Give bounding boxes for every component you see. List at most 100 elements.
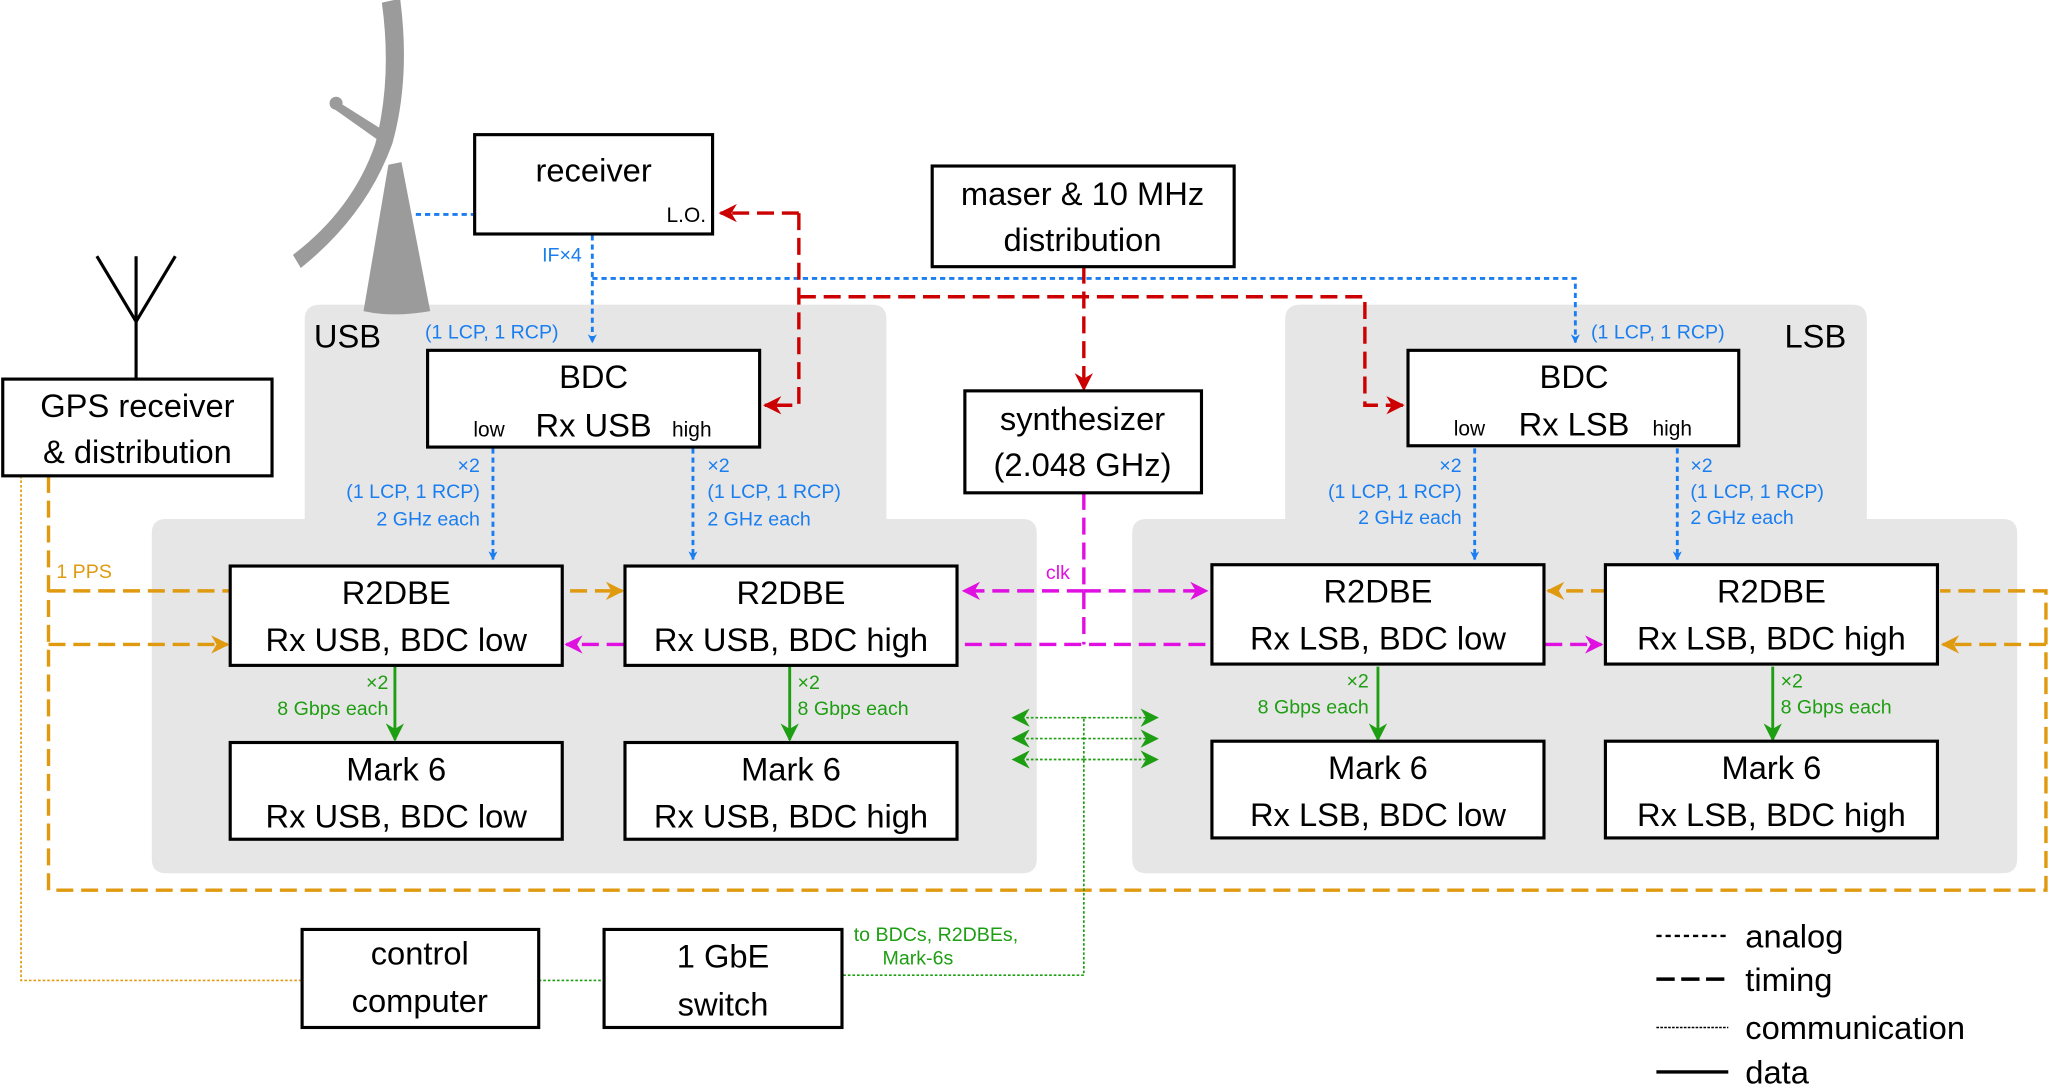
box-title: Mark 6 xyxy=(741,750,841,787)
synthesizer-box[interactable]: synthesizer (2.048 GHz) xyxy=(963,389,1204,495)
maser-label-line2: distribution xyxy=(1004,221,1162,258)
switch-label-line2: switch xyxy=(678,986,769,1023)
svg-text:(1 LCP, 1 RCP): (1 LCP, 1 RCP) xyxy=(346,481,480,503)
mark6-usb-high-box[interactable]: Mark 6 Rx USB, BDC high xyxy=(623,740,959,841)
usb-bdc-subtitle: Rx USB xyxy=(536,407,652,444)
lsb-bdc-box[interactable]: BDC low Rx LSB high xyxy=(1406,348,1741,448)
usb-bdc-high-port: high xyxy=(672,419,712,442)
svg-text:×2: ×2 xyxy=(1346,671,1368,693)
svg-text:(1 LCP, 1 RCP): (1 LCP, 1 RCP) xyxy=(1690,481,1824,503)
usb-bdc-box[interactable]: BDC low Rx USB high xyxy=(426,348,762,449)
usb-low-data-annotation: ×2 8 Gbps each xyxy=(277,672,388,720)
box-subtitle: Rx LSB, BDC high xyxy=(1637,620,1906,657)
svg-text:Mark-6s: Mark-6s xyxy=(883,948,954,970)
svg-text:×2: ×2 xyxy=(1439,455,1461,477)
data-links xyxy=(385,666,1782,742)
reference-timing-links xyxy=(718,203,1405,415)
gps-label-line2: & distribution xyxy=(43,433,232,470)
box-subtitle: Rx USB, BDC high xyxy=(654,621,928,658)
usb-bdc-low-annotation: ×2 (1 LCP, 1 RCP) 2 GHz each xyxy=(346,455,480,531)
svg-text:×2: ×2 xyxy=(707,455,729,477)
ref-to-lsb-bdc-link xyxy=(798,295,1405,415)
control-label-line2: computer xyxy=(352,982,488,1019)
box-title: Mark 6 xyxy=(346,750,446,787)
switch-destination-annotation: to BDCs, R2DBEs, Mark-6s xyxy=(854,924,1018,970)
lsb-bdc-input-label: (1 LCP, 1 RCP) xyxy=(1591,322,1725,344)
legend: analog timing communication data xyxy=(1656,918,1965,1085)
lsb-bdc-high-port: high xyxy=(1652,417,1692,440)
gps-label-line1: GPS receiver xyxy=(40,387,234,424)
legend-analog-label: analog xyxy=(1745,918,1843,955)
lsb-high-data-annotation: ×2 8 Gbps each xyxy=(1781,671,1892,719)
r2dbe-lsb-high-box[interactable]: R2DBE Rx LSB, BDC high xyxy=(1603,563,1940,666)
svg-text:8 Gbps each: 8 Gbps each xyxy=(1781,697,1892,719)
lsb-low-data-annotation: ×2 8 Gbps each xyxy=(1258,671,1369,719)
mark6-lsb-low-box[interactable]: Mark 6 Rx LSB, BDC low xyxy=(1210,739,1546,840)
radio-telescope-dish-icon xyxy=(292,0,431,315)
box-subtitle: Rx USB, BDC low xyxy=(266,797,528,834)
svg-text:×2: ×2 xyxy=(798,672,820,694)
gps-to-control-link xyxy=(20,475,301,982)
analog-links xyxy=(415,212,1682,561)
box-subtitle: Rx USB, BDC low xyxy=(266,621,528,658)
usb-high-data-annotation: ×2 8 Gbps each xyxy=(798,672,909,720)
usb-bdc-input-label: (1 LCP, 1 RCP) xyxy=(425,322,559,344)
svg-text:8 Gbps each: 8 Gbps each xyxy=(1258,697,1369,719)
synth-label-line1: synthesizer xyxy=(1000,400,1165,437)
clk-label: clk xyxy=(1046,562,1070,584)
switch-uplink xyxy=(843,717,1085,977)
pps-label: 1 PPS xyxy=(56,561,112,583)
box-title: Mark 6 xyxy=(1721,749,1821,786)
r2dbe-usb-high-box[interactable]: R2DBE Rx USB, BDC high xyxy=(623,564,959,667)
legend-data-label: data xyxy=(1745,1054,1809,1085)
box-title: Mark 6 xyxy=(1328,749,1428,786)
usb-bdc-high-annotation: ×2 (1 LCP, 1 RCP) 2 GHz each xyxy=(707,455,841,531)
synth-label-line2: (2.048 GHz) xyxy=(994,446,1172,483)
lsb-panel xyxy=(1132,304,2018,874)
svg-text:2 GHz each: 2 GHz each xyxy=(707,509,810,531)
control-computer-box[interactable]: control computer xyxy=(300,927,541,1030)
svg-text:×2: ×2 xyxy=(1690,455,1712,477)
legend-timing-label: timing xyxy=(1745,961,1832,998)
switch-label-line1: 1 GbE xyxy=(677,937,770,974)
lsb-bdc-high-annotation: ×2 (1 LCP, 1 RCP) 2 GHz each xyxy=(1690,455,1824,529)
gbe-switch-box[interactable]: 1 GbE switch xyxy=(602,927,844,1030)
usb-bdc-low-port: low xyxy=(473,419,505,442)
box-title: R2DBE xyxy=(1717,573,1826,610)
gps-box[interactable]: GPS receiver & distribution xyxy=(1,377,274,478)
box-title: R2DBE xyxy=(737,574,846,611)
svg-text:(1 LCP, 1 RCP): (1 LCP, 1 RCP) xyxy=(707,481,841,503)
mark6-lsb-high-box[interactable]: Mark 6 Rx LSB, BDC high xyxy=(1603,739,1940,840)
maser-label-line1: maser & 10 MHz xyxy=(961,175,1204,212)
pps-loop xyxy=(46,475,2048,892)
control-label-line1: control xyxy=(371,935,469,972)
lsb-bdc-title: BDC xyxy=(1540,358,1609,395)
lsb-group-title: LSB xyxy=(1785,318,1847,355)
svg-text:×2: ×2 xyxy=(366,672,388,694)
if4-label: IF×4 xyxy=(542,244,582,266)
maser-box[interactable]: maser & 10 MHz distribution xyxy=(930,164,1236,269)
box-title: R2DBE xyxy=(1323,573,1432,610)
svg-text:×2: ×2 xyxy=(1781,671,1803,693)
svg-text:8 Gbps each: 8 Gbps each xyxy=(277,698,388,720)
clock-links xyxy=(564,492,1604,654)
usb-panel xyxy=(151,304,1037,874)
receiver-box[interactable]: receiver L.O. xyxy=(473,133,715,236)
svg-text:2 GHz each: 2 GHz each xyxy=(1358,507,1461,529)
r2dbe-usb-low-box[interactable]: R2DBE Rx USB, BDC low xyxy=(228,564,564,667)
lsb-bdc-subtitle: Rx LSB xyxy=(1519,405,1630,442)
if-to-lsb-bdc-link xyxy=(592,277,1580,344)
svg-text:to BDCs, R2DBEs,: to BDCs, R2DBEs, xyxy=(854,924,1018,946)
box-subtitle: Rx LSB, BDC low xyxy=(1250,620,1506,657)
mark6-usb-low-box[interactable]: Mark 6 Rx USB, BDC low xyxy=(228,740,564,841)
legend-communication-label: communication xyxy=(1745,1009,1965,1046)
box-subtitle: Rx USB, BDC high xyxy=(654,797,928,834)
receiver-label: receiver xyxy=(536,152,652,189)
r2dbe-lsb-low-box[interactable]: R2DBE Rx LSB, BDC low xyxy=(1210,563,1546,666)
svg-text:×2: ×2 xyxy=(458,455,480,477)
svg-text:2 GHz each: 2 GHz each xyxy=(1690,507,1793,529)
ref-to-usb-bdc-link xyxy=(763,213,801,415)
box-subtitle: Rx LSB, BDC low xyxy=(1250,796,1506,833)
receiver-lo-port: L.O. xyxy=(667,204,707,227)
